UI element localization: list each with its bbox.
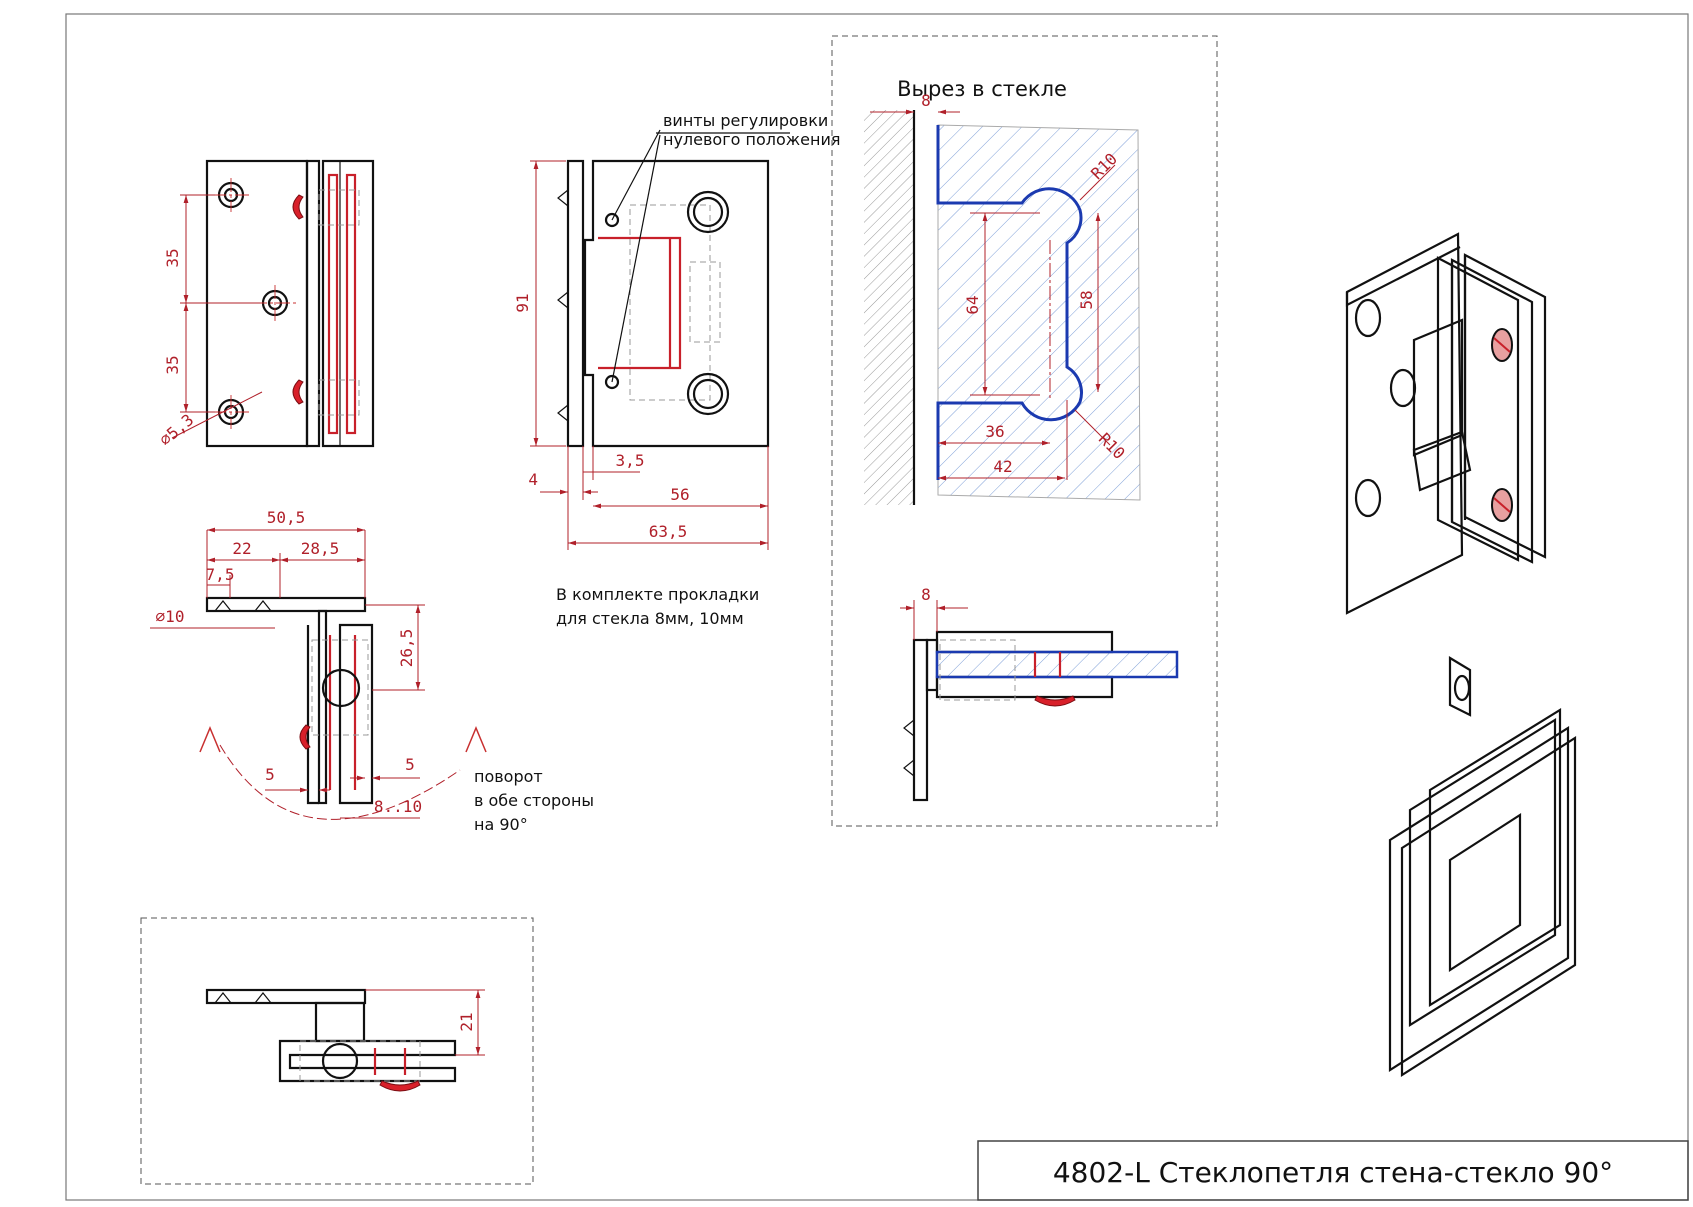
- front-view: 35 35 ⌀5,3: [156, 159, 375, 449]
- drawing-title: 4802-L Стеклопетля стена-стекло 90°: [1053, 1156, 1613, 1189]
- side-view: винты регулировки нулевого положения 91 …: [513, 111, 841, 550]
- dim-top-5-left: 5: [265, 765, 275, 784]
- dim-top-7-5: 7,5: [206, 565, 235, 584]
- dim-top-22: 22: [232, 539, 251, 558]
- title-block: [977, 1140, 1689, 1201]
- dim-top-5-right: 5: [405, 755, 415, 774]
- cutout-frame: [831, 35, 1218, 827]
- sheet-frame: [65, 13, 1689, 1201]
- bottom-frame: [140, 917, 534, 1185]
- note-cutout: Вырез в стекле: [897, 77, 1067, 101]
- dim-top-8-10: 8..10: [374, 797, 422, 816]
- dim-cut-8: 8: [921, 91, 931, 110]
- bottom-view: 21: [205, 988, 485, 1092]
- dim-sec-8: 8: [921, 585, 931, 604]
- dim-side-3-5: 3,5: [616, 451, 645, 470]
- isometric-view-1: [1345, 232, 1547, 615]
- section-view: 8: [900, 585, 1179, 802]
- note-kit-line2: для стекла 8мм, 10мм: [556, 609, 744, 628]
- glass-cutout-view: Вырез в стекле 8 R10 R10 64 58 36 42: [864, 77, 1141, 505]
- dim-cut-36: 36: [985, 422, 1004, 441]
- dim-cut-64: 64: [963, 295, 982, 314]
- dim-side-56: 56: [670, 485, 689, 504]
- dim-bottom-21: 21: [457, 1012, 476, 1031]
- dim-front-hole: ⌀5,3: [156, 410, 198, 449]
- dim-top-26-5: 26,5: [397, 629, 416, 668]
- dim-front-35-top: 35: [163, 248, 182, 267]
- note-rotate-line1: поворот: [474, 767, 543, 786]
- dim-top-d10: ⌀10: [156, 607, 185, 626]
- note-kit-line1: В комплекте прокладки: [556, 585, 759, 604]
- isometric-view-2: [1388, 656, 1577, 1078]
- dim-top-28-5: 28,5: [301, 539, 340, 558]
- dim-cut-42: 42: [993, 457, 1012, 476]
- note-adjust-line1: винты регулировки: [663, 111, 828, 130]
- dim-front-35-bottom: 35: [163, 355, 182, 374]
- note-rotate-line2: в обе стороны: [474, 791, 594, 810]
- dim-side-91: 91: [513, 293, 532, 312]
- dim-top-50-5: 50,5: [267, 508, 306, 527]
- dim-cut-58: 58: [1077, 290, 1096, 309]
- dim-side-4: 4: [528, 470, 538, 489]
- note-rotate-line3: на 90°: [474, 815, 528, 834]
- dim-side-63-5: 63,5: [649, 522, 688, 541]
- note-adjust-line2: нулевого положения: [663, 130, 841, 149]
- top-view: поворот в обе стороны на 90° 50,5 22 28,…: [150, 508, 594, 834]
